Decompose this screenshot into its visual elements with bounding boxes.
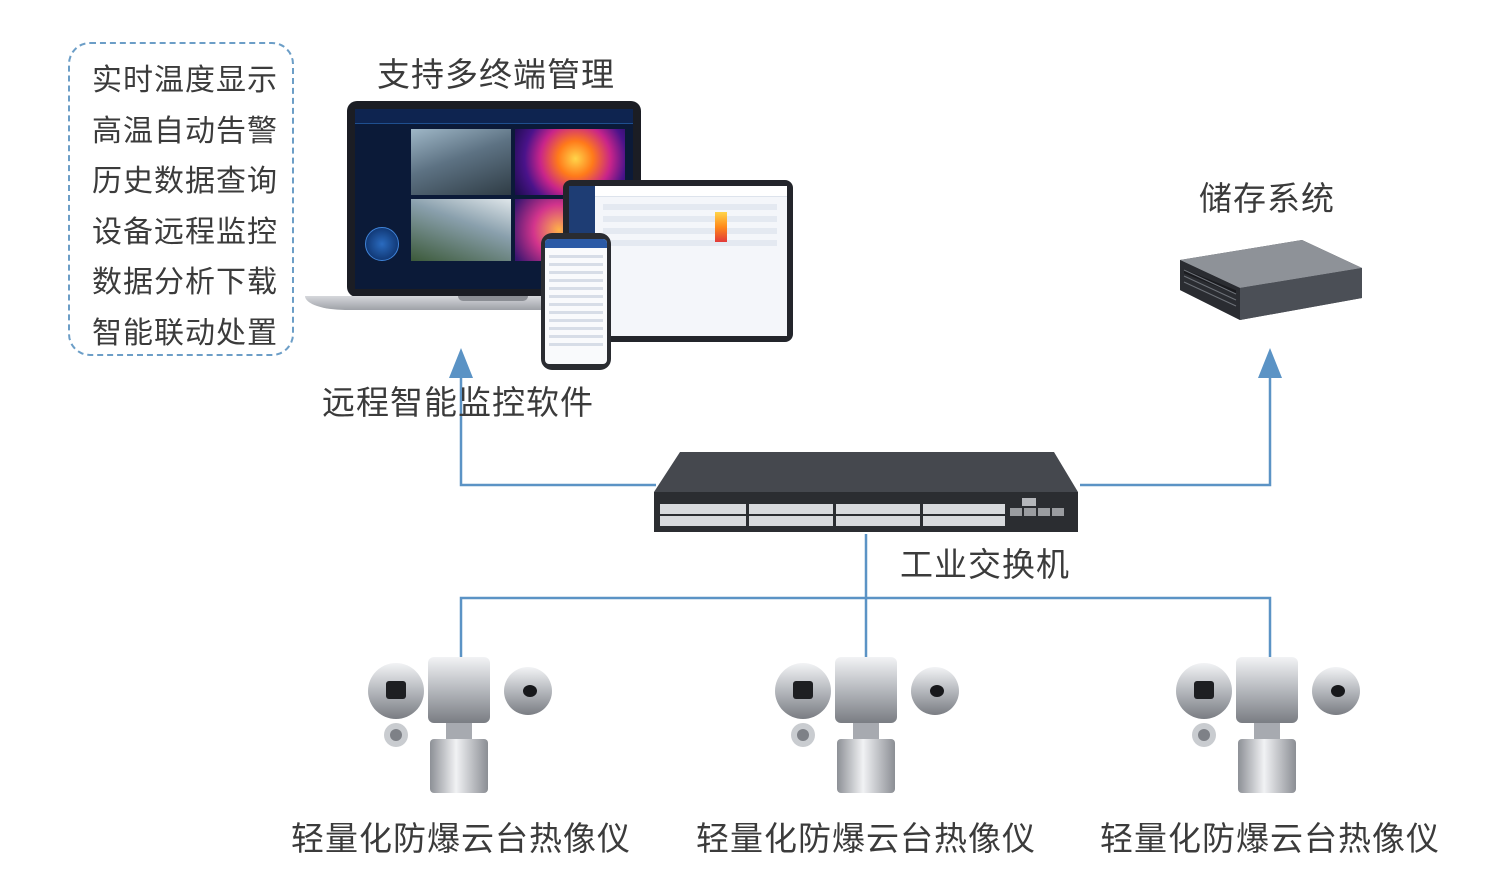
phone-topbar bbox=[545, 239, 607, 248]
phone-table-row bbox=[549, 295, 603, 298]
arrowhead-software bbox=[449, 348, 473, 378]
phone-table-row bbox=[549, 279, 603, 282]
camera-bus bbox=[459, 596, 1272, 660]
tablet-topbar bbox=[595, 186, 787, 197]
software-label: 远程智能监控软件 bbox=[322, 383, 594, 422]
video-feed-visible bbox=[411, 129, 511, 195]
phone-table-row bbox=[549, 287, 603, 290]
phone-table-row bbox=[549, 263, 603, 266]
phone-table-row bbox=[549, 271, 603, 274]
camera-label-3: 轻量化防爆云台热像仪 bbox=[1100, 819, 1440, 858]
phone-display bbox=[545, 239, 607, 364]
laptop-notch bbox=[458, 296, 528, 301]
tablet-table-row bbox=[603, 204, 777, 210]
feature-item: 数据分析下载 bbox=[92, 265, 278, 300]
explosion-proof-ptz-thermal-camera-icon bbox=[368, 657, 552, 793]
link-switch-to-software bbox=[459, 370, 656, 487]
phone-icon bbox=[541, 233, 611, 370]
phone-table-row bbox=[549, 343, 603, 346]
phone-table-row bbox=[549, 335, 603, 338]
feature-list: 实时温度显示 高温自动告警 历史数据查询 设备远程监控 数据分析下载 智能联动处… bbox=[70, 44, 292, 359]
video-feed-visible bbox=[411, 199, 511, 261]
tablet-table-row bbox=[603, 240, 777, 246]
phone-table-row bbox=[549, 327, 603, 330]
tablet-table-row bbox=[603, 216, 777, 222]
explosion-proof-ptz-thermal-camera-icon bbox=[1176, 657, 1360, 793]
ptz-control-icon bbox=[365, 227, 399, 261]
network-switch-icon bbox=[654, 452, 1078, 532]
feature-item: 实时温度显示 bbox=[92, 63, 278, 98]
link-switch-to-storage bbox=[1080, 370, 1272, 487]
arrowhead-storage bbox=[1258, 348, 1282, 378]
camera-label-2: 轻量化防爆云台热像仪 bbox=[696, 819, 1036, 858]
phone-table-row bbox=[549, 319, 603, 322]
phone-table-row bbox=[549, 303, 603, 306]
storage-label: 储存系统 bbox=[1199, 179, 1335, 218]
phone-table-row bbox=[549, 311, 603, 314]
explosion-proof-ptz-thermal-camera-icon bbox=[775, 657, 959, 793]
storage-server-icon bbox=[1180, 240, 1362, 320]
switch-label: 工业交换机 bbox=[900, 545, 1070, 584]
feature-list-box: 实时温度显示 高温自动告警 历史数据查询 设备远程监控 数据分析下载 智能联动处… bbox=[68, 42, 294, 356]
feature-item: 设备远程监控 bbox=[92, 214, 278, 250]
tablet-table-row bbox=[603, 228, 777, 234]
multi-terminal-label: 支持多终端管理 bbox=[377, 55, 615, 94]
feature-item: 智能联动处置 bbox=[92, 315, 278, 351]
feature-item: 历史数据查询 bbox=[92, 164, 278, 199]
feature-item: 高温自动告警 bbox=[92, 113, 278, 149]
phone-table-row bbox=[549, 255, 603, 258]
camera-label-1: 轻量化防爆云台热像仪 bbox=[291, 819, 631, 858]
temperature-bar-icon bbox=[715, 212, 727, 242]
laptop-display-header bbox=[355, 109, 633, 124]
